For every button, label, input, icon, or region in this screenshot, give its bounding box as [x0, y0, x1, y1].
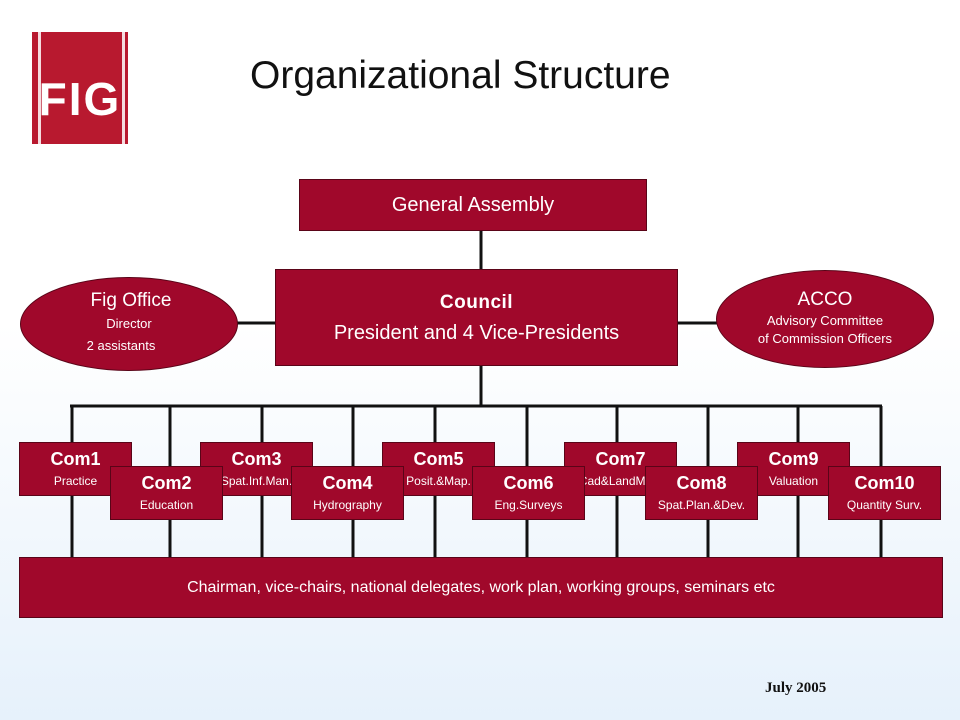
commission-desc: Cad&LandMan.	[578, 474, 663, 488]
fig-logo-text: FIG	[38, 73, 122, 125]
commission-desc: Spat.Plan.&Dev.	[657, 498, 746, 512]
acco-line2: of Commission Officers	[757, 331, 893, 346]
commission-desc: Hydrography	[313, 498, 382, 512]
commission-box-2: Com2 Education	[110, 466, 223, 520]
commission-details-box: Chairman, vice-chairs, national delegate…	[19, 557, 943, 618]
fig-office-title: Fig Office	[90, 290, 172, 311]
commission-box-8: Com8 Spat.Plan.&Dev.	[645, 466, 758, 520]
commission-box-6: Com6 Eng.Surveys	[472, 466, 585, 520]
acco-title: ACCO	[797, 289, 853, 310]
commission-box-4: Com4 Hydrography	[291, 466, 404, 520]
commission-name: Com5	[413, 449, 464, 469]
fig-office-assistants: 2 assistants	[86, 338, 156, 353]
commission-desc: Valuation	[768, 474, 819, 488]
commission-name: Com10	[854, 473, 915, 493]
council-subtitle: President and 4 Vice-Presidents	[333, 322, 620, 344]
commission-name: Com9	[768, 449, 819, 469]
fig-logo: FIG	[32, 32, 128, 144]
commission-name: Com2	[141, 473, 192, 493]
footer-date: July 2005	[765, 680, 827, 696]
commission-name: Com6	[503, 473, 554, 493]
commission-name: Com1	[50, 449, 101, 469]
fig-office-ellipse: Fig Office Director 2 assistants	[20, 277, 238, 371]
council-box: Council President and 4 Vice-Presidents	[275, 269, 678, 366]
council-title: Council	[439, 292, 514, 313]
commission-desc: Posit.&Map.	[406, 474, 471, 488]
commission-name: Com4	[322, 473, 373, 493]
acco-ellipse: ACCO Advisory Committee of Commission Of…	[716, 270, 934, 368]
commission-desc: Practice	[53, 474, 98, 488]
commission-desc: Education	[139, 498, 194, 512]
commission-desc: Spat.Inf.Man.	[220, 474, 293, 488]
commission-desc: Quantity Surv.	[846, 498, 923, 512]
general-assembly-box: General Assembly	[299, 179, 647, 231]
commission-desc: Eng.Surveys	[494, 498, 563, 512]
commission-name: Com8	[676, 473, 727, 493]
page-title: Organizational Structure	[250, 54, 671, 97]
acco-line1: Advisory Committee	[766, 313, 884, 328]
fig-office-director: Director	[106, 316, 152, 331]
commission-name: Com3	[231, 449, 282, 469]
commission-box-10: Com10 Quantity Surv.	[828, 466, 941, 520]
commission-name: Com7	[595, 449, 646, 469]
